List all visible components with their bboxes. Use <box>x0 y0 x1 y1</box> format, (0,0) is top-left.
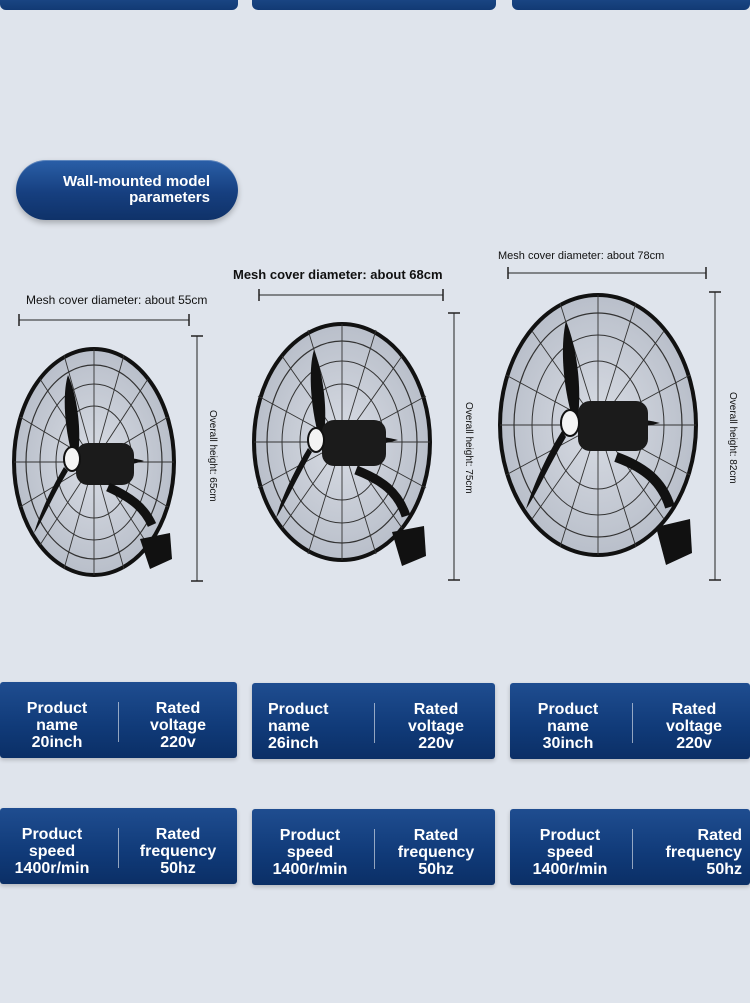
spec-frequency: Rated frequency 50hz <box>397 827 475 878</box>
spec-frequency: Rated frequency 50hz <box>665 827 742 878</box>
fan3-height-label: Overall height: 82cm <box>727 392 738 484</box>
spec-card-speed-freq-30: Product speed 1400r/min Rated frequency … <box>510 809 750 885</box>
card-divider <box>374 703 375 743</box>
fan1-height-label: Overall height: 65cm <box>207 410 218 502</box>
spec-frequency: Rated frequency 50hz <box>139 826 217 877</box>
fan2-diameter-line <box>258 289 444 301</box>
fan2-height-label: Overall height: 75cm <box>463 402 474 494</box>
fan1-height-line <box>191 335 203 582</box>
fan2-diameter-label: Mesh cover diameter: about 68cm <box>233 267 443 282</box>
section-title-badge: Wall-mounted model parameters <box>16 160 238 220</box>
card-divider <box>118 828 119 868</box>
fan3-diameter-line <box>507 267 707 279</box>
fan2-height-line <box>448 312 460 581</box>
spec-card-speed-freq-26: Product speed 1400r/min Rated frequency … <box>252 809 495 885</box>
card-divider <box>374 829 375 869</box>
top-card-partial-1 <box>0 0 238 10</box>
top-card-partial-3 <box>512 0 750 10</box>
spec-name: Product name 26inch <box>268 701 329 752</box>
card-divider <box>118 702 119 742</box>
wall-fan-image <box>252 322 432 566</box>
top-card-partial-2 <box>252 0 496 10</box>
spec-card-speed-freq-20: Product speed 1400r/min Rated frequency … <box>0 808 237 884</box>
card-divider <box>632 829 633 869</box>
spec-voltage: Rated voltage 220v <box>149 700 206 751</box>
wall-fan-image <box>12 347 176 577</box>
spec-speed: Product speed 1400r/min <box>532 827 608 878</box>
spec-card-name-voltage-30: Product name 30inch Rated voltage 220v <box>510 683 750 759</box>
spec-name: Product name 30inch <box>537 701 599 752</box>
fan3-diameter-label: Mesh cover diameter: about 78cm <box>498 250 665 262</box>
spec-card-name-voltage-20: Product name 20inch Rated voltage 220v <box>0 682 237 758</box>
spec-card-name-voltage-26: Product name 26inch Rated voltage 220v <box>252 683 495 759</box>
spec-voltage: Rated voltage 220v <box>407 701 464 752</box>
fan1-diameter-line <box>18 314 190 326</box>
card-divider <box>632 703 633 743</box>
section-title-line2: parameters <box>129 189 210 206</box>
spec-name: Product name 20inch <box>26 700 88 751</box>
wall-fan-image <box>498 293 698 565</box>
fan1-diameter-label: Mesh cover diameter: about 55cm <box>26 293 208 307</box>
spec-voltage: Rated voltage 220v <box>665 701 722 752</box>
spec-speed: Product speed 1400r/min <box>272 827 348 878</box>
section-title-line1: Wall-mounted model <box>63 173 210 190</box>
spec-speed: Product speed 1400r/min <box>14 826 90 877</box>
fan3-height-line <box>709 291 721 581</box>
